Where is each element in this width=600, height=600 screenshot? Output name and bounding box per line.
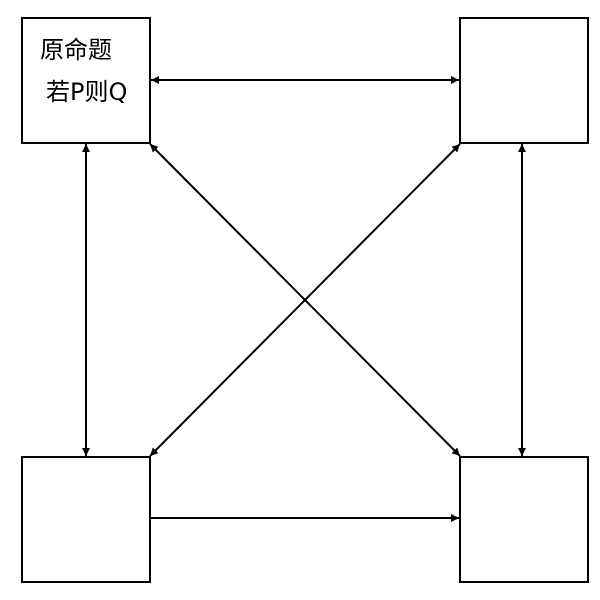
box-top-left-line1: 原命题 [40, 36, 112, 64]
box-bottom-left [21, 456, 151, 583]
box-top-left [21, 17, 151, 144]
box-top-right [459, 17, 589, 144]
arrow-top-right-to-bottom-left [149, 143, 461, 457]
box-bottom-right [459, 456, 589, 583]
box-top-left-line2: 若P则Q [46, 78, 127, 106]
